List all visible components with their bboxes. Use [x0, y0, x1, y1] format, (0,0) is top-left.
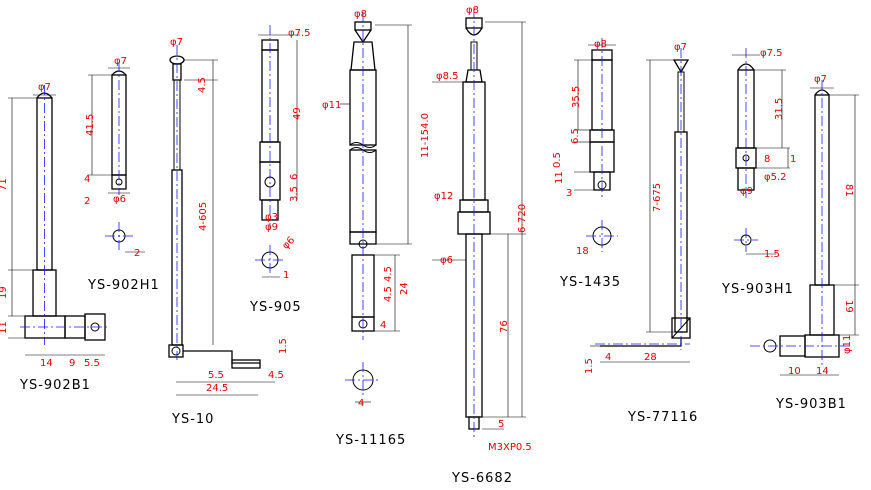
dim-ys903b-len: 81	[843, 184, 854, 197]
dim-ys1435-l5: 3	[566, 188, 572, 199]
dim-ys905-h2: 3.5	[289, 186, 300, 202]
dim-ys11165-l3: 24	[399, 282, 410, 295]
dim-ys905-len: 49	[292, 107, 303, 120]
drawing-ys903b: φ7 81 19 φ11 10 14 YS-903B1	[750, 74, 859, 412]
dim-ys903h-d-top: φ7.5	[760, 48, 783, 59]
dim-ys11165-d-mid: φ11	[322, 100, 341, 111]
dim-ys6682-len: 6-720	[517, 204, 528, 233]
dim-ys77116-w2: 28	[644, 352, 657, 363]
label-ys77116: YS-77116	[627, 410, 698, 425]
dim-ys902b-w3: 5.5	[84, 358, 100, 369]
dim-ys903h-w: 1.5	[764, 249, 780, 260]
dim-ys903h-d-hole: φ5.2	[764, 172, 787, 183]
dim-ys903b-w1: 10	[788, 366, 801, 377]
dim-ys10-w-total: 24.5	[206, 383, 228, 394]
dim-ys6682-thread: M3XP0.5	[488, 442, 532, 453]
drawing-ys903h: φ7.5 31.5 8 1 φ9 φ5.2 1.5 YS-903H1	[721, 48, 796, 297]
dim-ys905-h1: 6	[289, 174, 300, 180]
dim-ys10-len: 4-605	[198, 202, 209, 231]
dim-ys902h-w-small: 2	[84, 196, 90, 207]
dim-ys902h-len: 41.5	[85, 114, 96, 136]
drawing-ys10: φ7 4.5 4-605 5.5 4.5 24.5 1.5 YS-10	[168, 37, 289, 427]
drawing-ys6682: φ8 φ8.5 6-720 φ12 φ6 76 5 M3XP0.5 YS-668…	[432, 5, 532, 486]
dim-ys6682-d-rod: φ6	[440, 255, 453, 266]
antenna-bracket	[600, 338, 682, 347]
dim-ys77116-w1: 4	[605, 352, 611, 363]
dim-ys11165-l1: 4.5	[383, 266, 394, 282]
dim-ys903b-d-top: φ7	[814, 74, 827, 85]
dim-ys1435-l4: 11	[554, 171, 565, 184]
dim-ys6682-l-bot: 76	[499, 320, 510, 333]
dim-ys10-h: 1.5	[278, 338, 289, 354]
dim-ys905-d-base: φ9	[265, 222, 278, 233]
dim-ys905-d-hole: φ3	[265, 212, 278, 223]
label-ys6682: YS-6682	[451, 471, 513, 486]
dim-ys10-tip: 4.5	[197, 77, 208, 93]
dim-ys902b-w-base: 11	[0, 321, 9, 334]
drawing-ys77116: φ7 7-675 1.5 4 28 YS-77116	[584, 42, 698, 425]
label-ys905: YS-905	[249, 300, 302, 315]
dim-ys77116-h: 1.5	[584, 358, 595, 374]
dim-ys6682-d-top: φ8	[466, 5, 479, 16]
dim-ys10-d-top: φ7	[170, 37, 183, 48]
label-ys11165: YS-11165	[335, 433, 406, 448]
dim-ys1435-l2: 6.5	[570, 128, 581, 144]
drawing-ys11165: φ8 φ11 11-154.0 4.5 4.5 24 4 4 YS-11165	[322, 9, 431, 448]
dim-ys902h-w-pin: 2	[134, 248, 140, 259]
dim-ys1435-l3: 0.5	[552, 152, 563, 168]
dim-ys903b-d-base: φ11	[842, 335, 853, 354]
dim-ys902h-d-top: φ7	[114, 56, 127, 67]
dim-ys903b-h: 19	[843, 300, 854, 313]
antenna-foot	[737, 167, 755, 191]
dim-ys903h-l3: 1	[790, 154, 796, 165]
antenna-tip	[737, 63, 755, 71]
label-ys903b: YS-903B1	[775, 397, 847, 412]
dim-ys905-d-top: φ7.5	[288, 28, 311, 39]
dim-ys905-d-pin: φ6	[280, 235, 297, 252]
label-ys1435: YS-1435	[559, 275, 621, 290]
foot-hole	[171, 346, 181, 356]
dim-ys11165-len: 11-154.0	[420, 113, 431, 158]
dim-ys905-w-pin: 1	[283, 270, 289, 281]
dim-ys10-w1: 5.5	[208, 370, 224, 381]
drawing-ys1435: φ8 35.5 6.5 0.5 11 3 18 YS-1435	[552, 38, 621, 290]
dim-ys1435-l1: 35.5	[571, 86, 582, 108]
antenna-bracket	[183, 350, 260, 364]
dim-ys902b-h: 19	[0, 286, 9, 299]
dim-ys903h-d-base: φ9	[740, 186, 753, 197]
dim-ys902b-w1: 14	[40, 358, 53, 369]
dim-ys1435-w: 18	[576, 246, 589, 257]
dim-ys6682-d-body: φ12	[434, 191, 453, 202]
drawing-ys905: φ7.5 49 6 3.5 φ3 φ9 φ6 1 YS-905	[249, 25, 311, 315]
drawing-ys902b: φ7 71 19 11 14 9 5.5 YS-902B1	[0, 82, 110, 393]
dim-ys903h-l1: 31.5	[774, 98, 785, 120]
label-ys902h: YS-902H1	[87, 278, 160, 293]
dim-ys902b-w2: 9	[69, 358, 75, 369]
drawing-ys902h: φ7 41.5 4 2 φ6 2 YS-902H1	[84, 56, 160, 293]
dim-ys902h-d-base: φ6	[113, 194, 126, 205]
dim-ys6682-w-bot: 5	[498, 419, 504, 430]
dim-ys903h-l2: 8	[764, 154, 770, 165]
dim-ys77116-len: 7-675	[652, 183, 663, 212]
label-ys903h: YS-903H1	[721, 282, 794, 297]
dim-ys77116-d-top: φ7	[674, 42, 687, 53]
dim-ys10-w2: 4.5	[268, 370, 284, 381]
dim-ys11165-l4: 4	[380, 320, 386, 331]
dim-ys11165-l2: 4.5	[383, 286, 394, 302]
dim-ys11165-w-bot: 4	[358, 398, 364, 409]
dim-ys1435-d-top: φ8	[594, 39, 607, 50]
dim-ys11165-d-top: φ8	[354, 9, 367, 20]
dim-ys902h-h-small: 4	[84, 174, 90, 185]
dim-ys6682-d-tip: φ8.5	[436, 71, 459, 82]
label-ys10: YS-10	[171, 412, 214, 427]
bracket-end	[231, 359, 261, 369]
antenna-tip	[672, 59, 690, 74]
dim-ys902b-d-top: φ7	[38, 82, 51, 93]
dim-ys903b-w2: 14	[816, 366, 829, 377]
dim-ys902b-len: 71	[0, 178, 9, 191]
label-ys902b: YS-902B1	[19, 378, 91, 393]
